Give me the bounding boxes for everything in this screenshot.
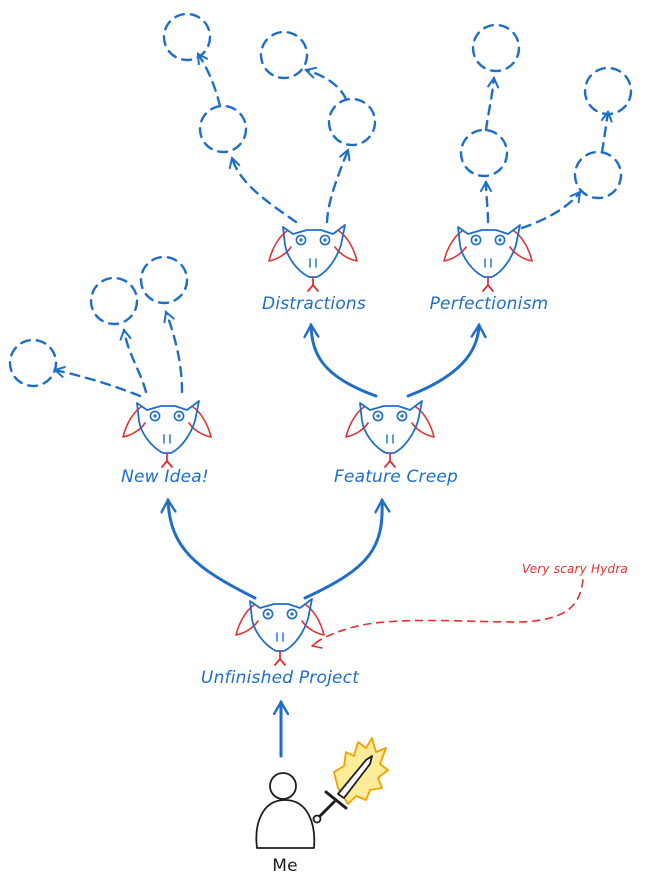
- distractions-branches: [162, 12, 377, 224]
- arrow-feature-creep-to-perfectionism: [406, 325, 479, 398]
- flaming-sword-icon: [312, 737, 389, 824]
- label-me: Me: [272, 856, 298, 876]
- label-perfectionism: Perfectionism: [429, 294, 549, 314]
- hydra-head-icon: [443, 224, 533, 292]
- arrow-project-to-new-idea: [168, 500, 257, 600]
- arrow-feature-creep-to-distractions: [311, 325, 378, 398]
- hydra-head-icon: [268, 224, 358, 292]
- hydra-head-icon: [235, 598, 325, 666]
- annotation-pointer: [311, 579, 584, 647]
- annotation-text: Very scary Hydra: [522, 562, 629, 576]
- label-unfinished-project: Unfinished Project: [200, 668, 360, 688]
- perfectionism-branches: [459, 23, 633, 230]
- label-new-idea: New Idea!: [121, 467, 209, 487]
- label-feature-creep: Feature Creep: [333, 467, 459, 487]
- hydra-head-icon: [345, 400, 435, 468]
- arrow-project-to-feature-creep: [303, 500, 382, 600]
- new-idea-branches: [8, 255, 189, 398]
- stick-figure-icon: [255, 772, 316, 849]
- label-distractions: Distractions: [262, 294, 366, 314]
- hydra-head-icon: [122, 400, 212, 468]
